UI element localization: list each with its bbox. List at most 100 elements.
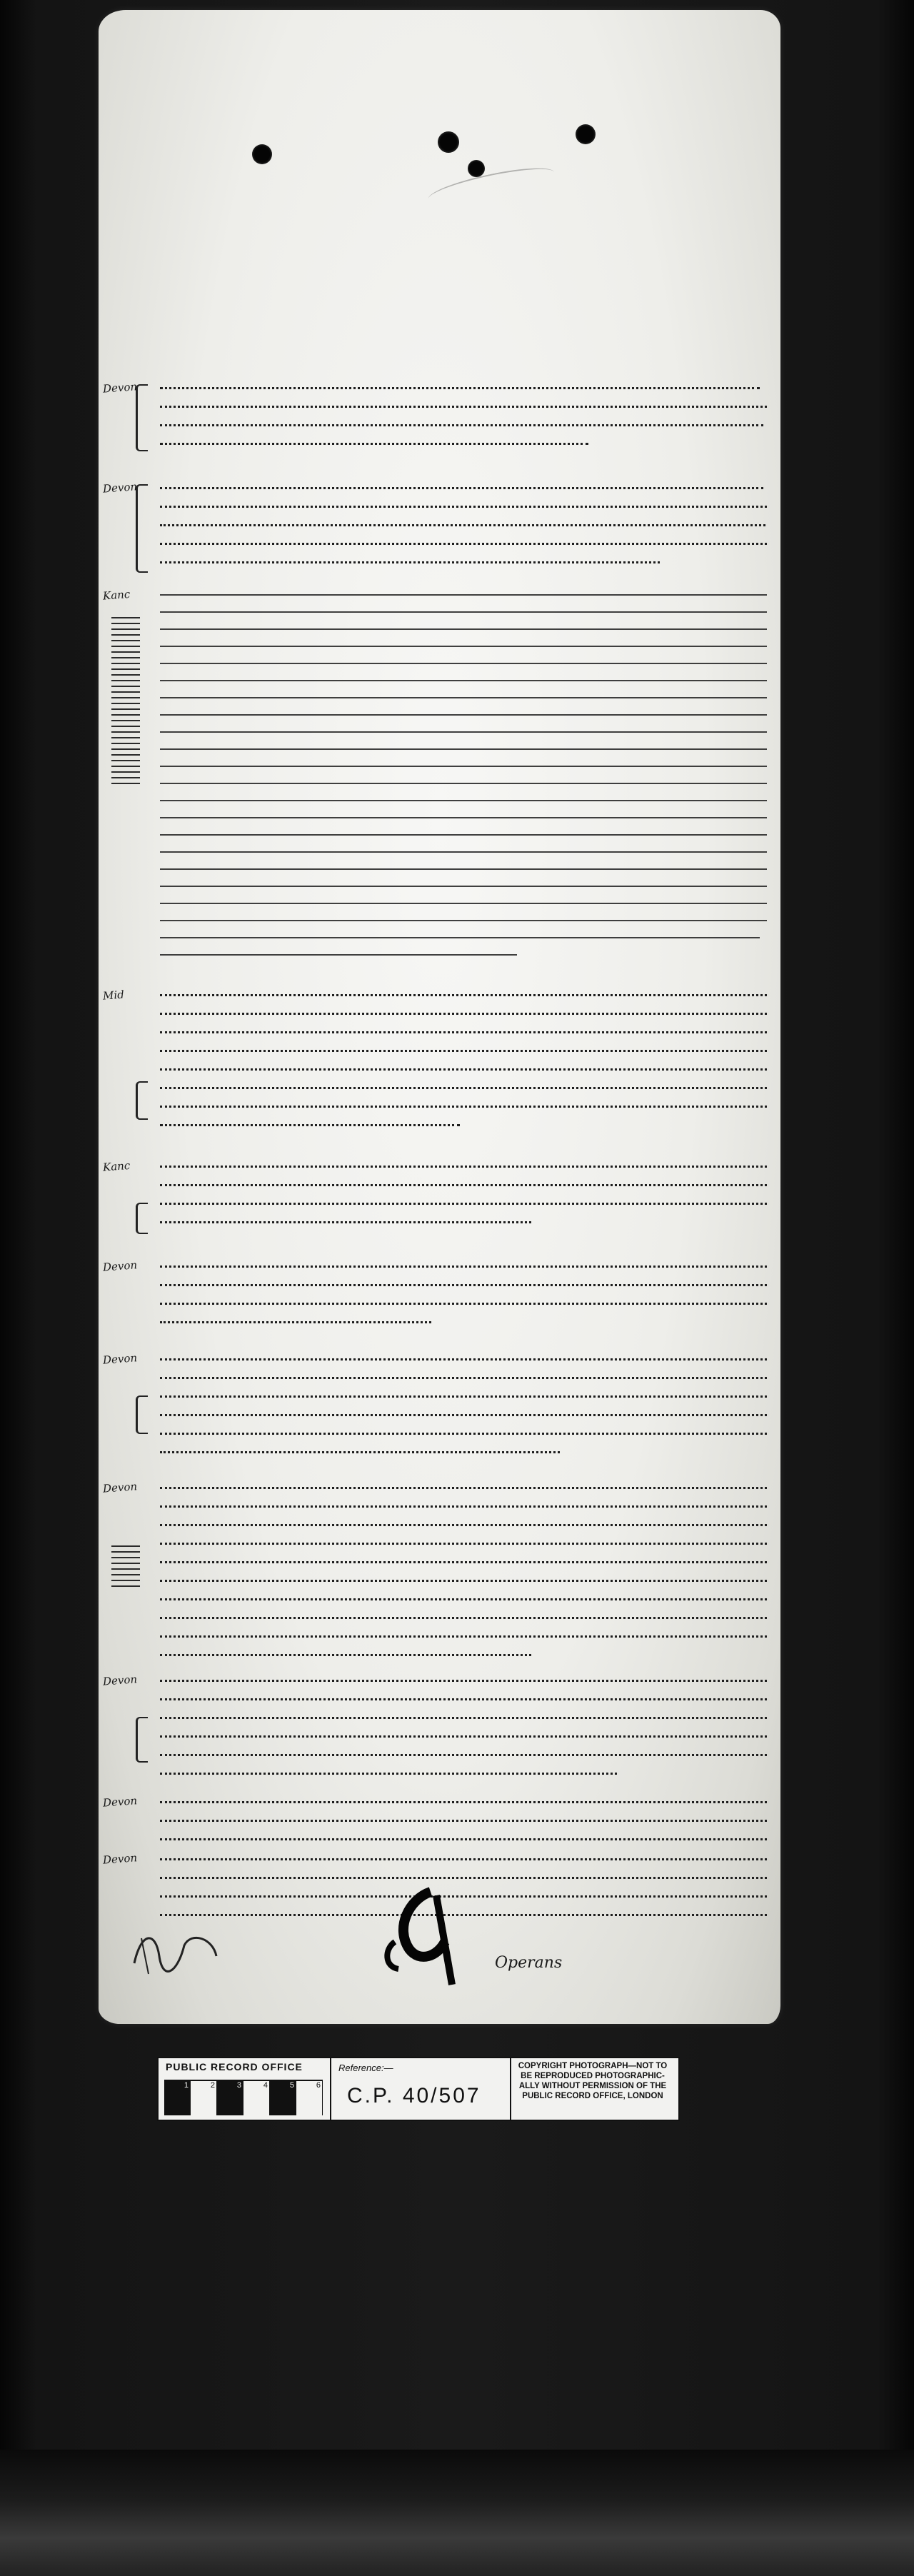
ruler-mark: 6 — [296, 2081, 323, 2115]
handwritten-line — [160, 1087, 767, 1089]
handwritten-line — [160, 1221, 531, 1223]
handwritten-line — [160, 1858, 767, 1860]
handwritten-line — [160, 1680, 767, 1682]
scale-ruler: 1 2 3 4 5 6 — [164, 2080, 323, 2115]
handwritten-line — [160, 1838, 767, 1840]
copyright-line: ALLY WITHOUT PERMISSION OF THE — [518, 2082, 667, 2090]
handwritten-line — [160, 714, 767, 716]
handwritten-line — [160, 1124, 460, 1126]
reference-value: C.P. 40/507 — [347, 2084, 481, 2108]
handwritten-line — [160, 1068, 767, 1071]
handwritten-line — [160, 424, 763, 426]
copyright-line: BE REPRODUCED PHOTOGRAPHIC- — [521, 2072, 665, 2080]
margin-note: Mid — [102, 988, 125, 1003]
parchment-crease — [426, 161, 557, 211]
margin-note: Devon — [102, 1673, 138, 1688]
clerk-signature-mark — [384, 1887, 456, 1985]
handwritten-line — [160, 1524, 767, 1526]
ruler-mark: 5 — [270, 2081, 296, 2115]
margin-note: Devon — [102, 1480, 138, 1495]
notarial-mark — [133, 1936, 218, 1975]
entry-bracket — [136, 1395, 148, 1434]
handwritten-line — [160, 903, 767, 904]
ruler-mark: 1 — [164, 2081, 191, 2115]
handwritten-line — [160, 1358, 767, 1360]
sewing-hole — [252, 144, 272, 164]
handwritten-line — [160, 1184, 767, 1186]
handwritten-line — [160, 1266, 767, 1268]
handwritten-line — [160, 1203, 767, 1205]
handwritten-line — [160, 506, 767, 508]
handwritten-line — [160, 611, 767, 613]
jury-list — [111, 1545, 150, 1591]
reference-title: Reference:— — [338, 2063, 393, 2073]
handwritten-line — [160, 1433, 767, 1435]
handwritten-line — [160, 1050, 767, 1052]
margin-note: Devon — [102, 1258, 138, 1274]
handwritten-line — [160, 628, 767, 630]
handwritten-line — [160, 646, 767, 647]
handwritten-line — [160, 1321, 431, 1323]
margin-note: Devon — [102, 380, 138, 396]
handwritten-line — [160, 1617, 767, 1619]
handwritten-line — [160, 886, 767, 887]
handwritten-line — [160, 748, 767, 750]
entry-bracket — [136, 1081, 148, 1120]
handwritten-line — [160, 594, 767, 596]
handwritten-line — [160, 1635, 767, 1638]
reference-panel: Reference:— C.P. 40/507 — [331, 2058, 511, 2120]
handwritten-line — [160, 834, 767, 836]
handwritten-line — [160, 543, 767, 545]
handwritten-line — [160, 1895, 767, 1898]
handwritten-line — [160, 487, 763, 489]
margin-note: Devon — [102, 480, 138, 496]
entry-bracket — [136, 1717, 148, 1763]
handwritten-line — [160, 1031, 767, 1033]
handwritten-line — [160, 868, 767, 870]
handwritten-line — [160, 1698, 767, 1700]
handwritten-line — [160, 561, 660, 563]
sewing-hole — [576, 124, 596, 144]
handwritten-line — [160, 954, 517, 956]
signature-text: Operans — [495, 1954, 563, 1972]
handwritten-line — [160, 443, 588, 445]
handwritten-line — [160, 937, 760, 938]
handwritten-line — [160, 1735, 767, 1738]
copyright-line: COPYRIGHT PHOTOGRAPH—NOT TO — [518, 2062, 668, 2070]
copyright-notice: COPYRIGHT PHOTOGRAPH—NOT TO BE REPRODUCE… — [511, 2061, 674, 2101]
handwritten-line — [160, 1166, 767, 1168]
ruler-mark: 3 — [217, 2081, 243, 2115]
handwritten-line — [160, 1773, 617, 1775]
office-name: PUBLIC RECORD OFFICE — [166, 2061, 303, 2073]
margin-note: Devon — [102, 1794, 138, 1810]
parchment-roll: Devon Devon Kanc — [99, 10, 780, 2024]
handwritten-text-block: Devon Devon Kanc — [99, 380, 780, 1917]
ruler-mark: 4 — [243, 2081, 270, 2115]
handwritten-line — [160, 680, 767, 681]
handwritten-line — [160, 851, 767, 853]
handwritten-line — [160, 1284, 767, 1286]
handwritten-line — [160, 406, 767, 408]
handwritten-line — [160, 1414, 767, 1416]
margin-note: Devon — [102, 1351, 138, 1367]
handwritten-line — [160, 1820, 767, 1822]
handwritten-line — [160, 800, 767, 801]
handwritten-line — [160, 1013, 767, 1015]
handwritten-line — [160, 524, 765, 526]
entry-bracket — [136, 484, 148, 573]
handwritten-line — [160, 663, 767, 664]
handwritten-line — [160, 1914, 767, 1916]
handwritten-line — [160, 1451, 560, 1453]
ruler-mark: 2 — [191, 2081, 217, 2115]
handwritten-line — [160, 817, 767, 818]
handwritten-line — [160, 1487, 767, 1489]
archive-reference-card: PUBLIC RECORD OFFICE 1 2 3 4 5 6 Referen… — [157, 2057, 680, 2121]
handwritten-line — [160, 783, 767, 784]
margin-note: Kanc — [102, 587, 131, 603]
handwritten-line — [160, 766, 767, 767]
copyright-line: PUBLIC RECORD OFFICE, LONDON — [522, 2092, 663, 2100]
entry-bracket — [136, 384, 148, 451]
handwritten-line — [160, 1877, 767, 1879]
margin-note: Devon — [102, 1851, 138, 1867]
